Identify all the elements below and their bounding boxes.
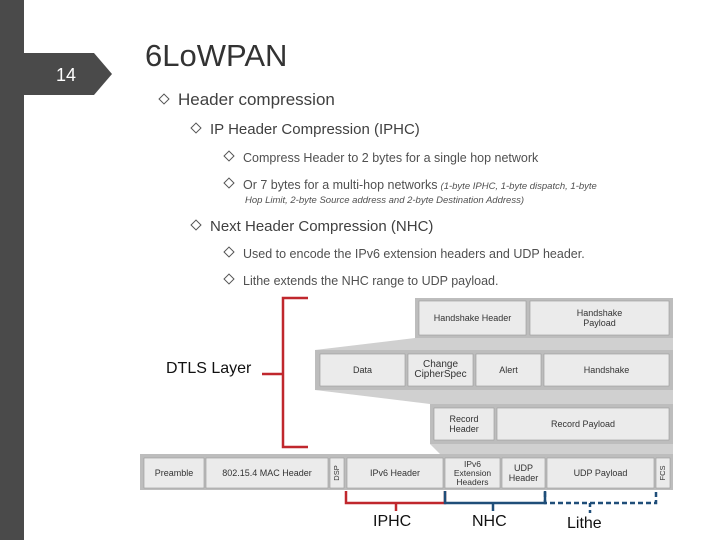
fcs-label: FCS bbox=[658, 465, 667, 481]
iphc-bracket bbox=[344, 491, 447, 505]
change-cipherspec-label: Change CipherSpec bbox=[414, 359, 467, 380]
diamond-bullet-icon bbox=[158, 93, 170, 105]
mac-header-box bbox=[205, 457, 329, 489]
data-label: Data bbox=[352, 365, 372, 375]
record-header-box bbox=[433, 407, 495, 441]
protocol-stack-diagram: Handshake Header Handshake Payload Data … bbox=[140, 292, 673, 492]
diamond-bullet-icon bbox=[190, 219, 202, 231]
slide-number: 14 bbox=[55, 65, 77, 85]
handshake-header-box bbox=[418, 300, 527, 336]
bullet-note: (1-byte IPHC, 1-byte dispatch, 1-byte bbox=[440, 181, 597, 192]
ipv6-header-label: IPv6 Header bbox=[369, 468, 421, 478]
handshake-funnel bbox=[315, 338, 673, 350]
bullet-text: Or 7 bytes for a multi-hop networks bbox=[243, 178, 438, 192]
slide-number-arrow bbox=[94, 53, 112, 95]
udp-header-box bbox=[501, 457, 546, 489]
lithe-bracket bbox=[543, 492, 658, 505]
bullet-note-continued: Hop Limit, 2-byte Source address and 2-b… bbox=[245, 195, 524, 206]
preamble-box bbox=[143, 457, 205, 489]
bullet-text: Header compression bbox=[178, 90, 335, 109]
record-funnel bbox=[315, 390, 673, 404]
alert-box bbox=[475, 353, 542, 387]
fcs-box bbox=[655, 457, 671, 489]
dtls-layer-label: DTLS Layer bbox=[166, 360, 252, 377]
data-box bbox=[319, 353, 406, 387]
nhc-label: NHC bbox=[472, 513, 507, 530]
bullet-text: Lithe extends the NHC range to UDP paylo… bbox=[243, 274, 499, 288]
slide-number-tab bbox=[24, 53, 94, 95]
dsp-box bbox=[329, 457, 345, 489]
bullet-header-compression: Header compression bbox=[158, 90, 335, 110]
slide-title: 6LoWPAN bbox=[145, 38, 288, 73]
handshake-payload-box bbox=[529, 300, 670, 336]
ipv6-ext-box bbox=[444, 457, 501, 489]
record-payload-label: Record Payload bbox=[550, 419, 616, 429]
handshake-payload-label: Handshake Payload bbox=[576, 308, 623, 328]
diamond-bullet-icon bbox=[223, 246, 235, 258]
record-header-label: Record Header bbox=[449, 414, 479, 434]
bullet-text: Compress Header to 2 bytes for a single … bbox=[243, 151, 539, 165]
handshake-header-label: Handshake Header bbox=[433, 313, 512, 323]
diamond-bullet-icon bbox=[223, 273, 235, 285]
udp-payload-box bbox=[546, 457, 655, 489]
iphc-label: IPHC bbox=[373, 513, 412, 530]
udp-header-label: UDP Header bbox=[508, 463, 539, 483]
lithe-label: Lithe bbox=[567, 515, 602, 532]
left-accent-bar bbox=[0, 0, 24, 540]
preamble-label: Preamble bbox=[154, 468, 194, 478]
bullet-iphc-sub2: Or 7 bytes for a multi-hop networks (1-b… bbox=[223, 177, 597, 192]
mac-header-label: 802.15.4 MAC Header bbox=[222, 468, 312, 478]
bullet-iphc: IP Header Compression (IPHC) bbox=[190, 121, 420, 138]
nhc-bracket bbox=[443, 491, 547, 505]
bullet-nhc: Next Header Compression (NHC) bbox=[190, 218, 434, 235]
bullet-text: Used to encode the IPv6 extension header… bbox=[243, 247, 585, 261]
udp-payload-label: UDP Payload bbox=[573, 468, 628, 478]
diamond-bullet-icon bbox=[223, 150, 235, 162]
handshake-box bbox=[543, 353, 670, 387]
alert-label: Alert bbox=[499, 365, 518, 375]
diamond-bullet-icon bbox=[190, 122, 202, 134]
bullet-nhc-sub2: Lithe extends the NHC range to UDP paylo… bbox=[223, 273, 499, 288]
ipv6-header-box bbox=[346, 457, 444, 489]
dtls-bracket bbox=[281, 296, 308, 449]
ipv6-ext-label: IPv6 Extension Headers bbox=[453, 458, 492, 487]
diagram-shapes bbox=[140, 296, 673, 490]
bullet-nhc-sub1: Used to encode the IPv6 extension header… bbox=[223, 246, 585, 261]
change-cipherspec-box bbox=[407, 353, 474, 387]
record-payload-box bbox=[496, 407, 670, 441]
bullet-text: IP Header Compression (IPHC) bbox=[210, 121, 420, 138]
bullet-iphc-sub1: Compress Header to 2 bytes for a single … bbox=[223, 150, 539, 165]
handshake-label: Handshake bbox=[583, 365, 630, 375]
frame-funnel bbox=[430, 444, 673, 454]
diamond-bullet-icon bbox=[223, 177, 235, 189]
bullet-text: Next Header Compression (NHC) bbox=[210, 218, 434, 235]
dsp-label: DSP bbox=[332, 465, 341, 481]
